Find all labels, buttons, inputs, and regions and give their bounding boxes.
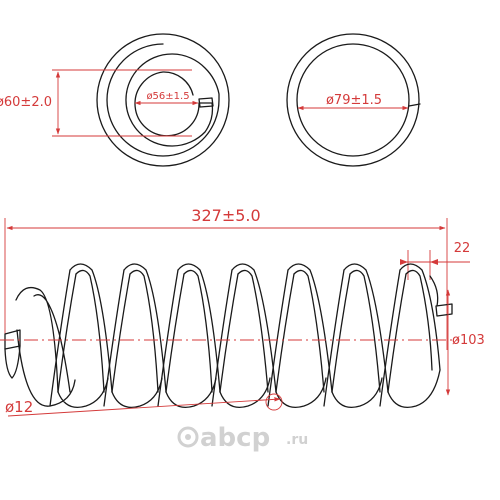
spring-back-coils	[16, 329, 441, 409]
dim-line-d12	[7, 397, 281, 417]
spring-side-view	[4, 263, 453, 409]
watermark: abcp .ru	[177, 423, 308, 453]
dim-end-offset: 22	[400, 241, 470, 280]
spring-left-end-arc	[4, 345, 21, 379]
dim-label-end-offset: 22	[454, 241, 471, 256]
abcp-logo-icon	[177, 426, 199, 448]
dim-wire-diameter: ø12	[5, 393, 283, 417]
spring-right-end-arc	[429, 275, 439, 307]
watermark-domain: .ru	[286, 432, 308, 448]
end-view-right-outer-circle	[286, 33, 420, 167]
dim-label-wire-diameter: ø12	[5, 398, 33, 416]
spring-right-wire-end	[435, 303, 453, 317]
dim-outer-diameter: ø103	[445, 289, 485, 396]
dim-label-inner-diameter-outer: ø60±2.0	[0, 95, 52, 110]
wire-section-circle	[265, 393, 283, 411]
end-view-right: ø79±1.5	[286, 33, 421, 167]
end-view-left-outer-circle	[96, 33, 230, 167]
end-view-left-wire-end	[198, 97, 214, 108]
dim-label-free-length: 327±5.0	[191, 206, 260, 225]
dim-free-length: 327±5.0	[4, 206, 448, 350]
spring-front-coils	[15, 263, 441, 393]
spring-front-rise	[49, 269, 407, 407]
end-view-right-inner-circle	[296, 43, 410, 157]
end-view-right-wire-end	[408, 103, 421, 107]
dim-arrow-22-right	[430, 259, 438, 265]
dim-label-end-diameter: ø79±1.5	[326, 93, 382, 108]
end-view-left: ø60±2.0 ø56±1.5	[0, 33, 230, 167]
end-view-left-spiral	[106, 43, 220, 157]
dim-arrow-22-left	[400, 259, 408, 265]
dim-label-outer-diameter: ø103	[452, 333, 485, 348]
dim-label-inner-diameter-inner: ø56±1.5	[146, 91, 189, 102]
watermark-brand: abcp	[200, 423, 270, 453]
